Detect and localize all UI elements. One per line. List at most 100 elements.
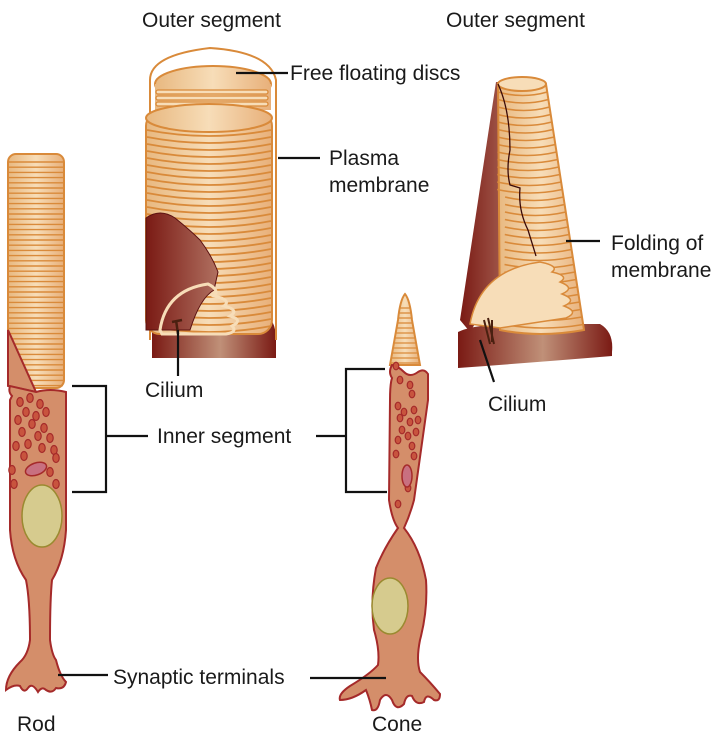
mitochondrion xyxy=(46,466,54,478)
cone-disc-arc xyxy=(497,151,557,157)
mitochondrion xyxy=(8,464,16,476)
cone-detail-base xyxy=(458,324,613,368)
mitochondrion xyxy=(16,396,24,408)
cone-disc-arc xyxy=(497,113,551,119)
mitochondrion xyxy=(392,361,400,371)
cone-mitochondria xyxy=(392,361,422,509)
free-floating-discs-label: Free floating discs xyxy=(290,62,460,85)
rod-outer-segment-detail xyxy=(145,46,277,358)
mitochondrion xyxy=(10,478,18,490)
cone-disc-arc xyxy=(504,218,568,224)
rod-cell xyxy=(4,153,68,694)
cone-disc-arc xyxy=(497,136,555,142)
cone-disc-arc xyxy=(497,106,550,112)
plasma-membrane-label-1: Plasma xyxy=(329,147,399,170)
mitochondrion xyxy=(46,432,54,444)
synaptic-terminals-label: Synaptic terminals xyxy=(113,666,285,689)
cone-disc-arc xyxy=(497,166,559,172)
cone-disc-top xyxy=(497,76,547,92)
rod-inner-segment-bracket xyxy=(72,384,108,494)
cone-disc-arc xyxy=(497,173,561,179)
cone-disc-arc xyxy=(497,143,556,149)
outer-segment-cone-label: Outer segment xyxy=(446,9,585,32)
mitochondrion xyxy=(406,380,414,390)
mitochondrion xyxy=(38,442,46,454)
stacked-disc-arc xyxy=(146,164,272,172)
mitochondrion xyxy=(32,410,40,422)
mitochondrion xyxy=(410,405,418,415)
mitochondrion xyxy=(28,418,36,430)
stacked-disc-arc xyxy=(146,129,272,137)
mitochondrion xyxy=(396,413,404,423)
cone-disc-arc xyxy=(497,128,554,134)
cone-disc-arc xyxy=(504,196,564,202)
plasma-membrane xyxy=(149,46,277,340)
cone-folded-membrane-lower xyxy=(469,261,574,329)
mitochondrion xyxy=(408,441,416,451)
mitochondrion xyxy=(404,431,412,441)
mitochondrion xyxy=(398,425,406,435)
cone-disc-arc xyxy=(497,181,562,187)
mitochondrion xyxy=(394,499,402,509)
leader-lines xyxy=(58,71,600,680)
cone-cilium-icon xyxy=(483,317,495,345)
stacked-disc-top xyxy=(145,103,273,133)
mitochondrion xyxy=(396,375,404,385)
mitochondrion xyxy=(26,392,34,404)
cone-outer-segment-detail xyxy=(458,76,613,368)
mitochondrion xyxy=(52,452,60,464)
cone-cell xyxy=(338,292,442,712)
cone-inner-segment-bracket xyxy=(344,367,387,494)
rod-nucleus xyxy=(21,484,63,548)
stacked-disc-arc xyxy=(146,143,272,151)
mitochondrion xyxy=(410,451,418,461)
mitochondrion xyxy=(34,430,42,442)
mitochondrion xyxy=(406,417,414,427)
stacked-disc-arc xyxy=(146,192,272,200)
mitochondrion xyxy=(42,406,50,418)
folding-label-1: Folding of xyxy=(611,232,703,255)
cone-nucleus xyxy=(371,577,409,635)
cilium-cone-label: Cilium xyxy=(488,393,546,416)
stacked-disc-arc xyxy=(146,157,272,165)
mitochondrion xyxy=(22,406,30,418)
mitochondrion xyxy=(18,426,26,438)
cone-cilium-leader xyxy=(478,339,496,383)
rod-label: Rod xyxy=(17,713,56,735)
cone-label: Cone xyxy=(372,713,422,735)
mitochondrion xyxy=(36,398,44,410)
mitochondrion xyxy=(392,449,400,459)
rod-discs xyxy=(9,161,63,387)
cone-membrane-jagged-edge xyxy=(497,83,537,257)
cilium-rod-label: Cilium xyxy=(145,379,203,402)
stacked-disc-arc xyxy=(146,136,272,144)
cone-disc-arc xyxy=(497,158,558,164)
rod-mitochondria xyxy=(8,392,60,490)
stacked-disc-arc xyxy=(146,171,272,179)
mitochondrion xyxy=(408,389,416,399)
mitochondrion xyxy=(20,450,28,462)
mitochondrion xyxy=(394,401,402,411)
cone-organelle xyxy=(401,464,413,488)
mitochondrion xyxy=(40,422,48,434)
cone-disc-arc xyxy=(497,121,553,127)
stacked-disc-arc xyxy=(146,150,272,158)
plasma-membrane-label-2: membrane xyxy=(329,174,429,197)
mitochondrion xyxy=(412,427,420,437)
stacked-disc-arc xyxy=(146,206,272,214)
stacked-disc-arc xyxy=(146,199,272,207)
cone-disc-arc xyxy=(504,233,570,239)
cone-disc-arc xyxy=(504,226,569,232)
mitochondrion xyxy=(400,407,408,417)
mitochondrion xyxy=(394,435,402,445)
folding-label-2: membrane xyxy=(611,259,711,282)
mitochondrion xyxy=(52,478,60,490)
rod-detail-cutaway xyxy=(145,212,219,331)
outer-segment-rod-label: Outer segment xyxy=(142,9,281,32)
free-disc xyxy=(155,89,269,95)
cone-disc-arc xyxy=(504,256,573,262)
inner-segment-label: Inner segment xyxy=(157,425,291,448)
cone-disc-arc xyxy=(504,211,566,217)
rod-organelle xyxy=(24,461,48,477)
